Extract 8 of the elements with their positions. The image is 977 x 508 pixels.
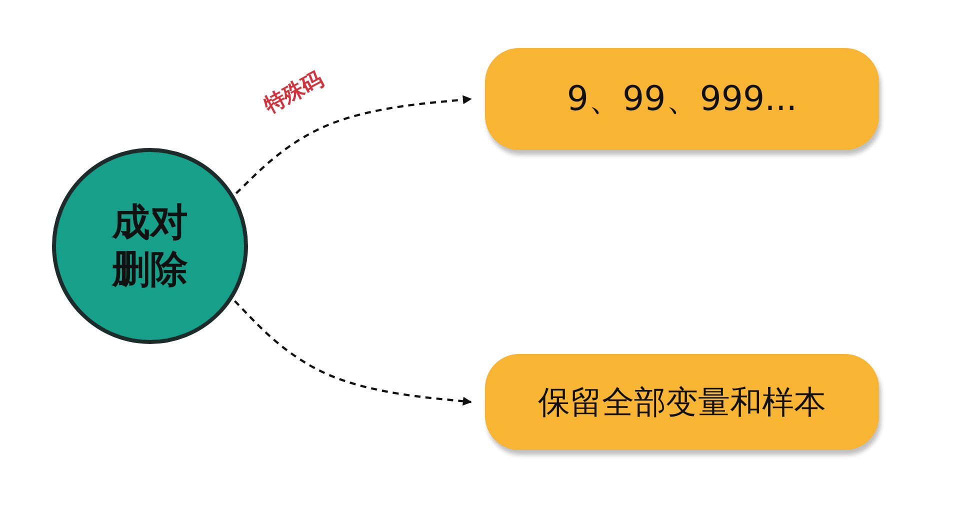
edge-label: 特殊码 — [259, 66, 328, 120]
arrow — [235, 95, 472, 194]
rounded-box — [485, 48, 879, 150]
arrow — [234, 300, 472, 406]
node-label: 保留全部变量和样本 — [538, 382, 826, 422]
rounded-box — [485, 354, 879, 450]
node-label: 9、99、999... — [566, 78, 798, 120]
node-label: 成对删除 — [110, 198, 189, 293]
